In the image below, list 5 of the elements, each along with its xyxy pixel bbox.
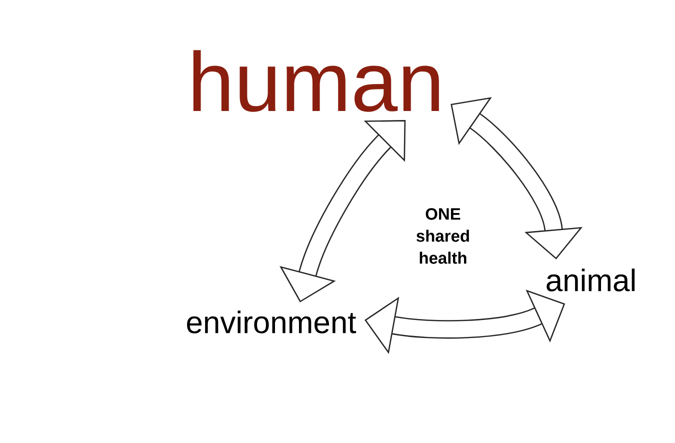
center-label: ONE shared health xyxy=(416,208,469,264)
concept-label: environment xyxy=(187,310,356,334)
double-arrow xyxy=(450,97,583,260)
concept-label: animal xyxy=(546,268,635,292)
concept-label: human xyxy=(193,50,439,112)
